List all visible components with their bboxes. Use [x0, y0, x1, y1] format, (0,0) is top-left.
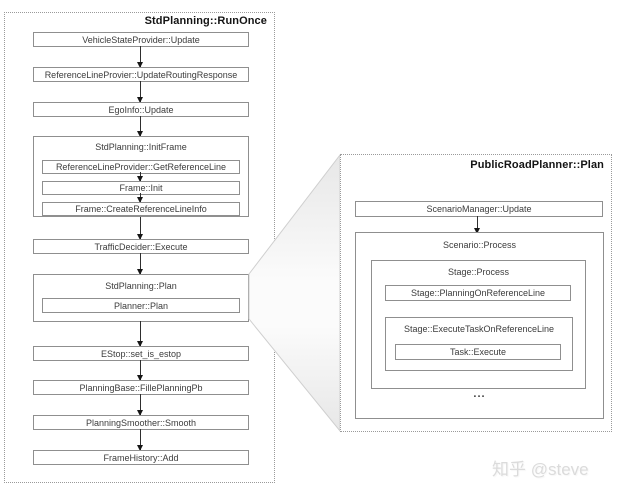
- node-planner-plan: Planner::Plan: [42, 298, 240, 313]
- node-estop-set-is-estop: EStop::set_is_estop: [33, 346, 249, 361]
- flow-arrow: [137, 429, 143, 451]
- group-title-scenario-process: Scenario::Process: [442, 240, 517, 250]
- group-stdplanning-plan: StdPlanning::Plan Planner::Plan: [33, 274, 249, 322]
- group-title-initframe: StdPlanning::InitFrame: [95, 142, 187, 152]
- node-frame-createreferencelineinfo: Frame::CreateReferenceLineInfo: [42, 202, 240, 216]
- node-trafficdecider-execute: TrafficDecider::Execute: [33, 239, 249, 254]
- node-planningbase-filleplanningpb: PlanningBase::FillePlanningPb: [33, 380, 249, 395]
- node-referencelineprovier-updateroutingresponse: ReferenceLineProvier::UpdateRoutingRespo…: [33, 67, 249, 82]
- flow-arrow: [137, 360, 143, 381]
- group-title-stdplanning-plan: StdPlanning::Plan: [105, 281, 177, 291]
- flow-arrow: [137, 394, 143, 416]
- panel-title-stdplanning-runonce: StdPlanning::RunOnce: [144, 15, 267, 27]
- group-title-stage-executetaskonreferenceline: Stage::ExecuteTaskOnReferenceLine: [403, 324, 555, 334]
- node-framehistory-add: FrameHistory::Add: [33, 450, 249, 465]
- group-stage-executetaskonreferenceline: Stage::ExecuteTaskOnReferenceLine Task::…: [385, 317, 573, 371]
- panel-stdplanning-runonce: StdPlanning::RunOnce VehicleStateProvide…: [4, 12, 275, 483]
- panel-publicroadplanner-plan: PublicRoadPlanner::Plan ScenarioManager:…: [340, 154, 612, 432]
- node-frame-init: Frame::Init: [42, 181, 240, 195]
- node-egoinfo-update: EgoInfo::Update: [33, 102, 249, 117]
- group-scenario-process: Scenario::Process Stage::Process Stage::…: [355, 232, 604, 419]
- panel-title-publicroadplanner-plan: PublicRoadPlanner::Plan: [470, 159, 604, 171]
- flow-arrow: [137, 46, 143, 68]
- watermark-zhihu-steve: 知乎 @steve: [492, 460, 589, 479]
- node-planningsmoother-smooth: PlanningSmoother::Smooth: [33, 415, 249, 430]
- flow-arrow: [137, 81, 143, 103]
- flow-arrow: [137, 217, 143, 240]
- flow-arrow: [137, 193, 143, 203]
- flow-arrow: [137, 172, 143, 182]
- flow-arrow: [137, 253, 143, 275]
- node-stage-planningonreferenceline: Stage::PlanningOnReferenceLine: [385, 285, 571, 301]
- node-referencelineprovider-getreferenceline: ReferenceLineProvider::GetReferenceLine: [42, 160, 240, 174]
- flow-arrow: [474, 216, 480, 234]
- flow-arrow: [137, 321, 143, 347]
- group-stage-process: Stage::Process Stage::PlanningOnReferenc…: [371, 260, 586, 389]
- group-title-stage-process: Stage::Process: [447, 267, 510, 277]
- node-scenariomanager-update: ScenarioManager::Update: [355, 201, 603, 217]
- node-vehiclestateprovider-update: VehicleStateProvider::Update: [33, 32, 249, 47]
- group-stdplanning-initframe: StdPlanning::InitFrame ReferenceLineProv…: [33, 136, 249, 217]
- node-task-execute: Task::Execute: [395, 344, 561, 360]
- more-stages-ellipsis: ...: [473, 388, 486, 400]
- flow-arrow: [137, 116, 143, 137]
